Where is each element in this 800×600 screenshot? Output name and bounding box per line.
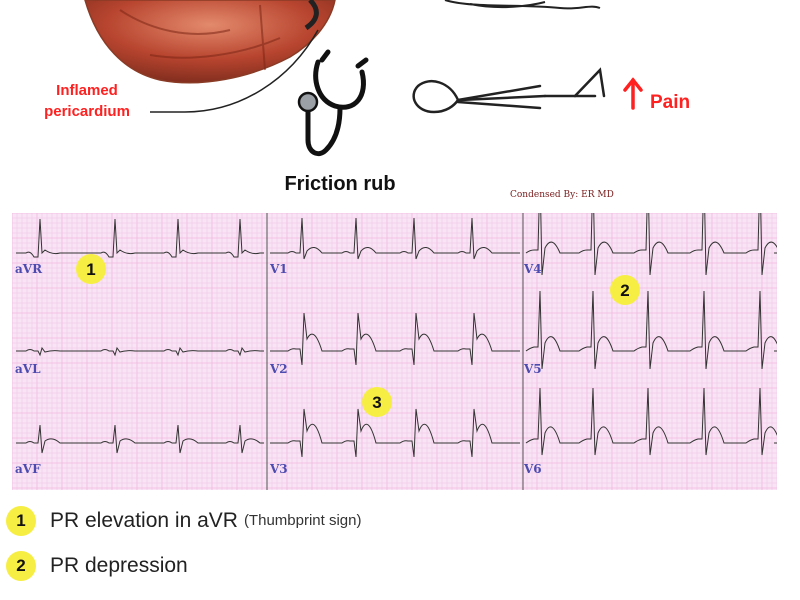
legend-title-2: PR depression [50,553,188,577]
lead-separators [266,213,524,490]
up-arrow-icon [623,77,643,110]
lead-label-avl: aVL [15,362,41,376]
marker-2-label: 2 [620,281,629,300]
lead-label-v4: V4 [523,262,542,276]
marker-1: 1 [76,254,106,284]
ecg-trace [16,218,264,258]
lead-label-v5: V5 [523,362,542,376]
marker-3: 3 [362,387,392,417]
legend-item-1: 1 PR elevation in aVR (Thumbprint sign) [6,498,786,543]
legend-note-1: (Thumbprint sign) [243,512,362,529]
pointer-line [150,29,319,113]
ecg-trace [525,213,777,276]
legend-badge-1: 1 [6,505,36,536]
pain-label: Pain [650,92,690,113]
marker-1-label: 1 [86,260,95,279]
ecg-trace [270,217,520,260]
legend: 1 PR elevation in aVR (Thumbprint sign) … [6,498,786,588]
inflamed-label-line2: pericardium [44,103,130,120]
credit-text: Condensed By: ER MD [510,190,614,200]
marker-2: 2 [610,275,640,305]
ecg-trace [525,387,777,456]
ecg-trace [270,312,520,366]
friction-rub-label: Friction rub [284,173,395,195]
legend-title-1: PR elevation in aVR [50,508,238,532]
lead-label-avr: aVR [15,262,43,276]
lead-label-avf: aVF [15,462,41,476]
lead-label-v3: V3 [269,462,288,476]
heart-illustration [84,0,336,84]
ecg-trace [270,408,520,458]
ecg-trace [16,424,264,454]
lead-label-v2: V2 [269,362,288,376]
pericarditis-illustration: Inflamed pericardium Friction rub Pain C… [44,0,690,200]
stethoscope-icon [297,49,369,157]
legend-badge-2: 2 [6,550,36,581]
st-elevation-sign-drawing [412,67,606,114]
ecg-strip: aVR V1 V4 aVL V2 V5 aVF V3 V6 1 2 3 [12,213,777,490]
lead-label-v6: V6 [523,462,542,476]
ecg-trace [16,346,264,357]
marker-3-label: 3 [372,393,381,412]
lead-label-v1: V1 [269,262,288,276]
inflamed-label-line1: Inflamed [56,82,118,99]
ecg-trace [525,290,777,370]
legend-item-2: 2 PR depression [6,543,786,588]
ecg-traces [16,213,777,458]
scribble-decoration [444,0,601,10]
